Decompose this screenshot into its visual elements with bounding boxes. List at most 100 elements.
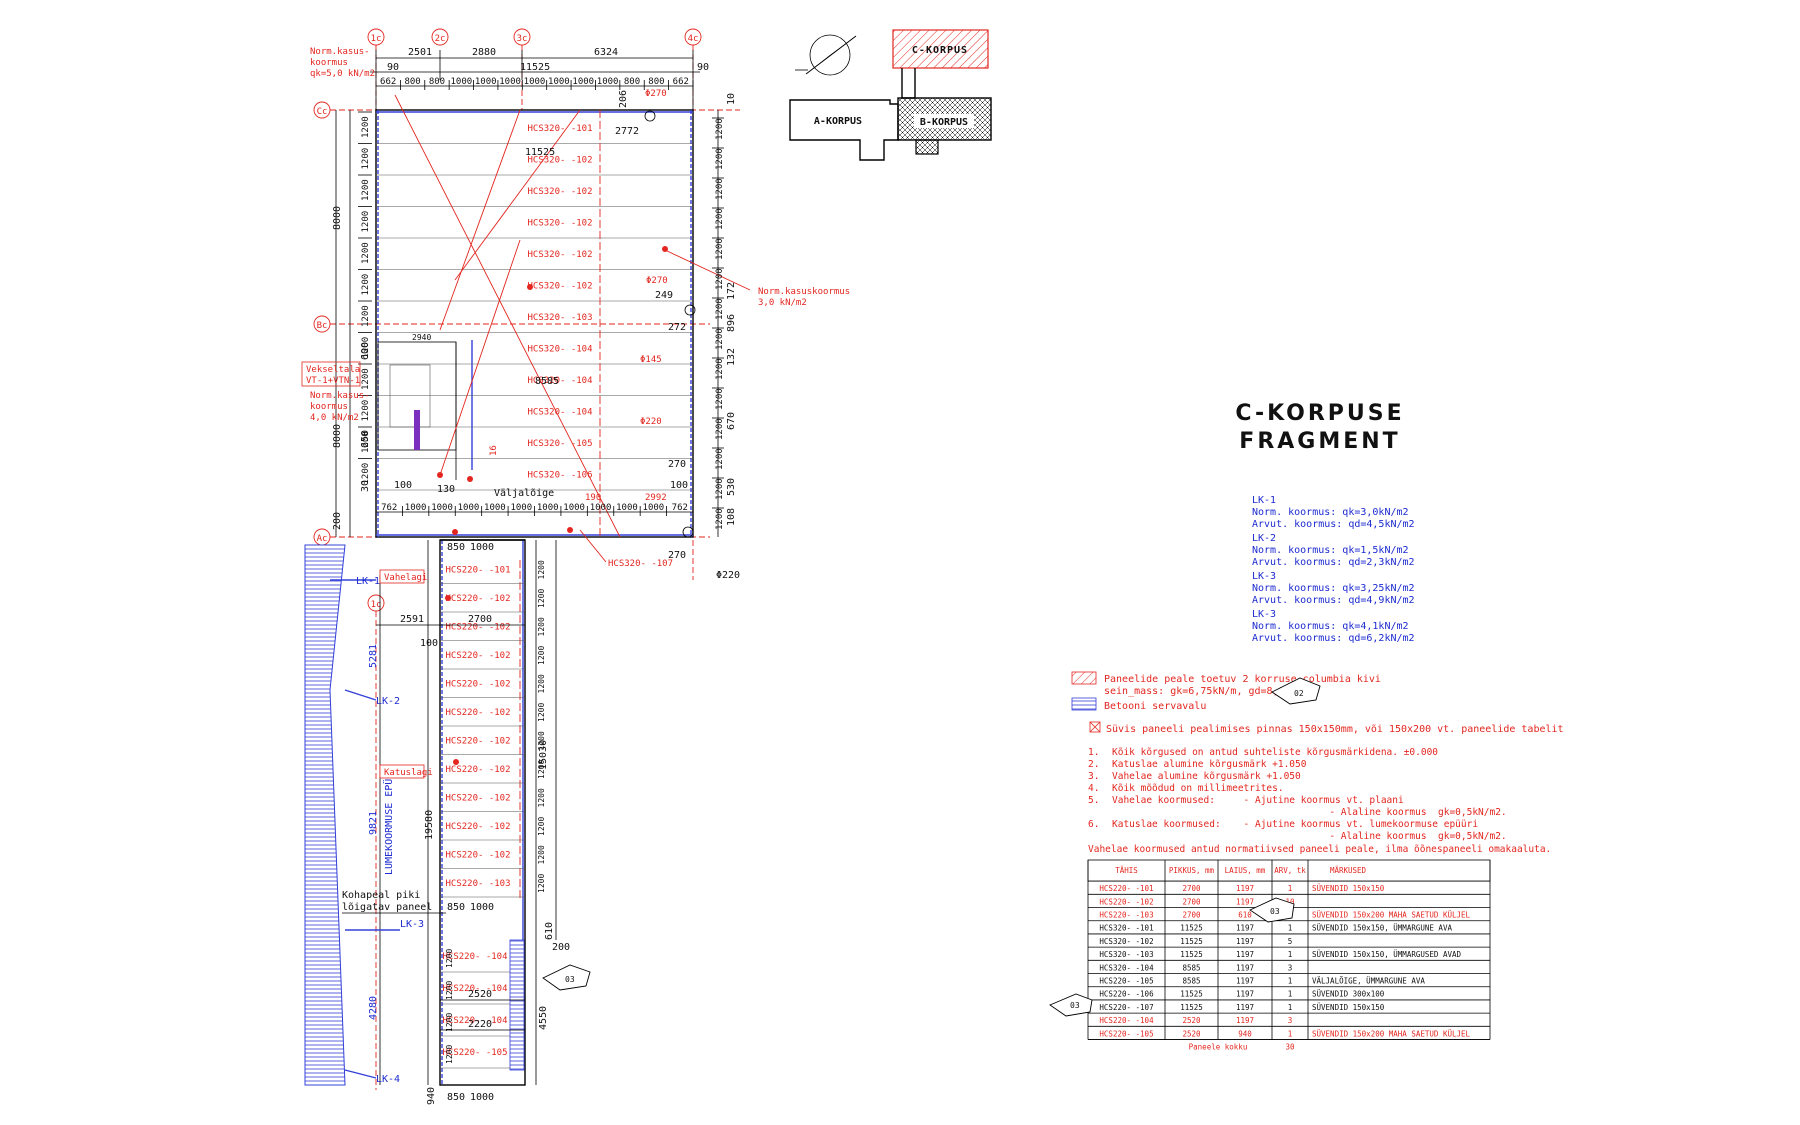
dim-1000-top: 1000 <box>470 542 494 553</box>
table-cell: 1197 <box>1236 937 1254 946</box>
lower-panel-label: HCS220- -103 <box>445 879 510 889</box>
bottom-dim-1200: 1200 <box>445 1013 454 1032</box>
left-dim-1200: 1200 <box>361 368 371 390</box>
bottom-dim-1200: 1200 <box>445 981 454 1000</box>
note-number: 3. <box>1088 771 1099 782</box>
dim-19580: 19580 <box>424 810 435 840</box>
legend-hatch-1: Paneelide peale toetuv 2 korruse columbi… <box>1104 674 1381 685</box>
snow-diagram-label: LUMEKOORMUSE EPÜÜR <box>382 766 395 875</box>
lower-panel-label: HCS220- -102 <box>445 822 510 832</box>
left-dim-1200: 1200 <box>361 337 371 359</box>
table-cell: 1197 <box>1236 1003 1254 1012</box>
table-cell: 1197 <box>1236 990 1254 999</box>
svg-text:02: 02 <box>1294 689 1304 698</box>
lower-dim-1200: 1200 <box>537 703 546 722</box>
veksel-beam <box>414 410 420 450</box>
table-header: PIKKUS, mm <box>1169 866 1215 875</box>
table-cell: 1 <box>1288 884 1293 893</box>
svg-text:03: 03 <box>1270 907 1280 916</box>
table-cell: HCS220- -105 <box>1099 977 1153 986</box>
table-cell: SÜVENDID 150x200 MAHA SAETUD KÜLJEL <box>1312 1029 1471 1038</box>
dim-8000-upper: 8000 <box>332 206 343 230</box>
table-cell: 11525 <box>1180 1003 1203 1012</box>
bottom-strip-dim: 1000 <box>643 503 665 513</box>
table-cell: HCS320- -102 <box>1099 937 1153 946</box>
notes: 1.Kõik kõrgused on antud suhteliste kõrg… <box>1088 747 1507 842</box>
dim-2501: 2501 <box>408 47 432 58</box>
norm-load-top-1: Norm.kasus- <box>310 47 370 57</box>
right-dim-1200: 1200 <box>715 118 725 140</box>
veksel-2: VT-1+VTN-1 <box>306 376 360 386</box>
right-dim-1200: 1200 <box>715 328 725 350</box>
table-cell: 1197 <box>1236 977 1254 986</box>
upper-panel-label: HCS320- -102 <box>527 281 592 291</box>
table-cell: 1 <box>1288 924 1293 933</box>
upper-panel-label: HCS320- -102 <box>527 250 592 260</box>
note-number: 5. <box>1088 795 1099 806</box>
dim-2772: 2772 <box>615 126 639 137</box>
right-dim-1200: 1200 <box>715 508 725 530</box>
table-cell: HCS320- -104 <box>1099 963 1154 972</box>
table-cell: 8585 <box>1182 963 1200 972</box>
top-strip-dim: 800 <box>648 77 664 87</box>
dim-850-mid: 850 <box>447 902 465 913</box>
bottom-strip-dim: 1000 <box>537 503 559 513</box>
top-strip-dim: 1000 <box>451 77 473 87</box>
note-number: 6. <box>1088 819 1099 830</box>
right-dim-1200: 1200 <box>715 268 725 290</box>
vahelagi-label: Vahelagi <box>384 573 427 583</box>
svg-text:03: 03 <box>1070 1001 1080 1010</box>
upper-panel-label: HCS320- -104 <box>527 344 592 354</box>
load-case-arvut: Arvut. koormus: qd=4,5kN/m2 <box>1252 519 1415 530</box>
bottom-strip-dim: 1000 <box>484 503 506 513</box>
lower-panel-label: HCS220- -102 <box>445 622 510 632</box>
right-dimensions: 1200120012001200120012001200120012001200… <box>712 93 737 537</box>
dim-610: 610 <box>544 922 555 940</box>
left-dim-1200: 1200 <box>361 400 371 422</box>
left-dim-1200: 1200 <box>361 148 371 170</box>
right-dim-1200: 1200 <box>715 448 725 470</box>
right-dim-1200: 1200 <box>715 418 725 440</box>
bottom-panel-label: HCS220- -105 <box>442 1048 507 1058</box>
load-case-name: LK-3 <box>1252 571 1276 582</box>
table-cell: 2700 <box>1182 911 1201 920</box>
dim-200-lower: 200 <box>552 942 570 953</box>
dim-100-a: 100 <box>394 480 412 491</box>
dim-2880: 2880 <box>472 47 496 58</box>
dim-30-left: 30 <box>360 480 371 492</box>
axis-2c: 2c <box>435 34 446 44</box>
table-cell: HCS220- -107 <box>1099 1003 1153 1012</box>
lk3-marker: LK-3 <box>400 919 424 930</box>
top-strip-dim: 800 <box>404 77 420 87</box>
note-text: - Alaline koormus gk=0,5kN/m2. <box>1112 831 1507 842</box>
note-text: Katuslae alumine kõrgusmärk +1.050 <box>1112 759 1307 770</box>
dim-100-c: 100 <box>420 638 438 649</box>
table-cell: 1197 <box>1236 897 1254 906</box>
table-cell: 1197 <box>1236 1016 1254 1025</box>
table-header: ARV, tk <box>1274 866 1306 875</box>
pointer-tag-icon: 03 <box>1249 897 1295 923</box>
hcs107-callout: HCS320- -107 <box>608 559 673 569</box>
table-cell: 1197 <box>1236 950 1254 959</box>
kohapeal-2: lõigatav paneel <box>342 902 432 913</box>
dim-249: 249 <box>655 290 673 301</box>
top-strip-dim: 800 <box>624 77 640 87</box>
table-cell: SÜVENDID 150x150, ÜMMARGUSED AVAD <box>1312 950 1461 959</box>
load-case-norm: Norm. koormus: qk=4,1kN/m2 <box>1252 621 1409 632</box>
pointer-tag-icon: 02 <box>1271 677 1321 705</box>
dim-600-left: 600 <box>360 342 371 360</box>
bottom-strip-dim: 1000 <box>590 503 612 513</box>
valjaloige-label: Väljalõige <box>494 488 554 499</box>
title-line2: FRAGMENT <box>1239 429 1400 454</box>
load-case-norm: Norm. koormus: qk=1,5kN/m2 <box>1252 545 1409 556</box>
note-text: Katuslae koormused: - Ajutine koormus vt… <box>1112 819 1478 830</box>
lower-dim-1200: 1200 <box>537 674 546 693</box>
top-strip-dim: 1000 <box>597 77 619 87</box>
upper-panel-label: HCS320- -102 <box>527 155 592 165</box>
